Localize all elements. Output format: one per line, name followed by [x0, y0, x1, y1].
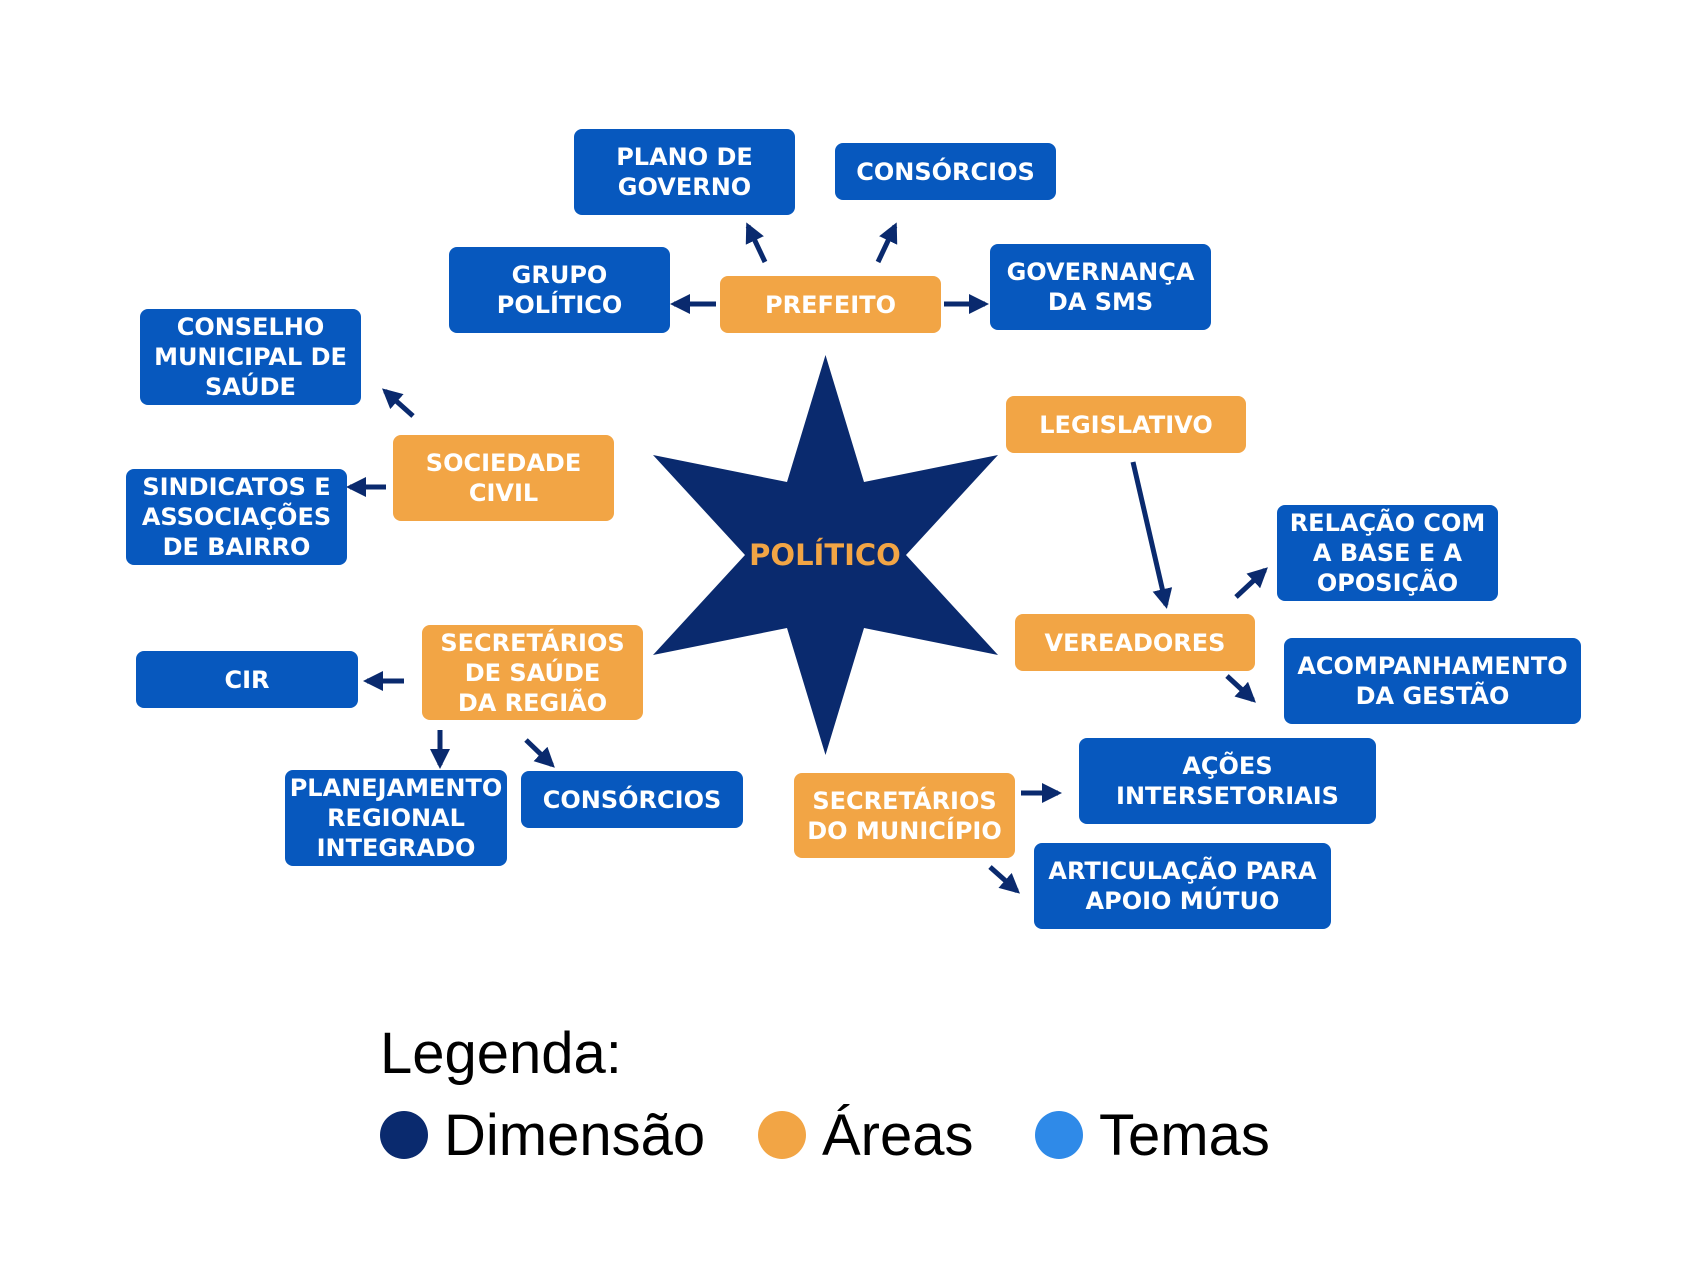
legend-item-areas: Áreas: [758, 1100, 974, 1170]
arrow-legislativo-vereadores: [1130, 461, 1173, 609]
tema-sindicatos: SINDICATOS E ASSOCIAÇÕES DE BAIRRO: [126, 469, 347, 565]
area-sociedade-civil: SOCIEDADE CIVIL: [393, 435, 614, 521]
tema-cir: CIR: [136, 651, 358, 708]
legend-item-temas: Temas: [1035, 1100, 1270, 1170]
tema-consorcios-bottom: CONSÓRCIOS: [521, 771, 743, 828]
arrow-regiao-consorcios: [524, 738, 555, 768]
dimension-label: POLÍTICO: [749, 538, 901, 572]
tema-acoes-intersetoriais: AÇÕES INTERSETORIAIS: [1079, 738, 1376, 824]
politico-star: [653, 355, 998, 755]
tema-relacao-base: RELAÇÃO COM A BASE E A OPOSIÇÃO: [1277, 505, 1498, 601]
arrow-prefeito-consorcios: [875, 222, 898, 264]
area-legislativo: LEGISLATIVO: [1006, 396, 1246, 453]
tema-governanca-sms: GOVERNANÇA DA SMS: [990, 244, 1211, 330]
legend-dot-temas: [1035, 1111, 1083, 1159]
tema-conselho-municipal: CONSELHO MUNICIPAL DE SAÚDE: [140, 309, 361, 405]
legend-label-temas: Temas: [1099, 1102, 1270, 1168]
arrow-prefeito-plano: [745, 222, 768, 264]
arrow-vereadores-acompanhamento: [1225, 674, 1256, 703]
arrow-sociedade-conselho: [382, 388, 415, 418]
area-vereadores: VEREADORES: [1015, 614, 1255, 671]
legend-dot-areas: [758, 1111, 806, 1159]
tema-consorcios-top: CONSÓRCIOS: [835, 143, 1056, 200]
legend-item-dimensao: Dimensão: [380, 1100, 705, 1170]
legend-dot-dimensao: [380, 1111, 428, 1159]
tema-articulacao: ARTICULAÇÃO PARA APOIO MÚTUO: [1034, 843, 1331, 929]
area-secretarios-regiao: SECRETÁRIOS DE SAÚDE DA REGIÃO: [422, 625, 643, 720]
tema-planejamento: PLANEJAMENTO REGIONAL INTEGRADO: [285, 770, 507, 866]
area-secretarios-municipio: SECRETÁRIOS DO MUNICÍPIO: [794, 773, 1015, 858]
arrow-municipio-articulacao: [988, 865, 1020, 894]
arrow-vereadores-relacao: [1234, 567, 1268, 599]
legend-label-areas: Áreas: [822, 1102, 974, 1168]
legend-title: Legenda:: [380, 1021, 622, 1086]
tema-acompanhamento: ACOMPANHAMENTO DA GESTÃO: [1284, 638, 1581, 724]
tema-grupo-politico: GRUPO POLÍTICO: [449, 247, 670, 333]
star-shape: [653, 355, 998, 755]
tema-plano-governo: PLANO DE GOVERNO: [574, 129, 795, 215]
legend-label-dimensao: Dimensão: [444, 1102, 706, 1168]
area-prefeito: PREFEITO: [720, 276, 941, 333]
